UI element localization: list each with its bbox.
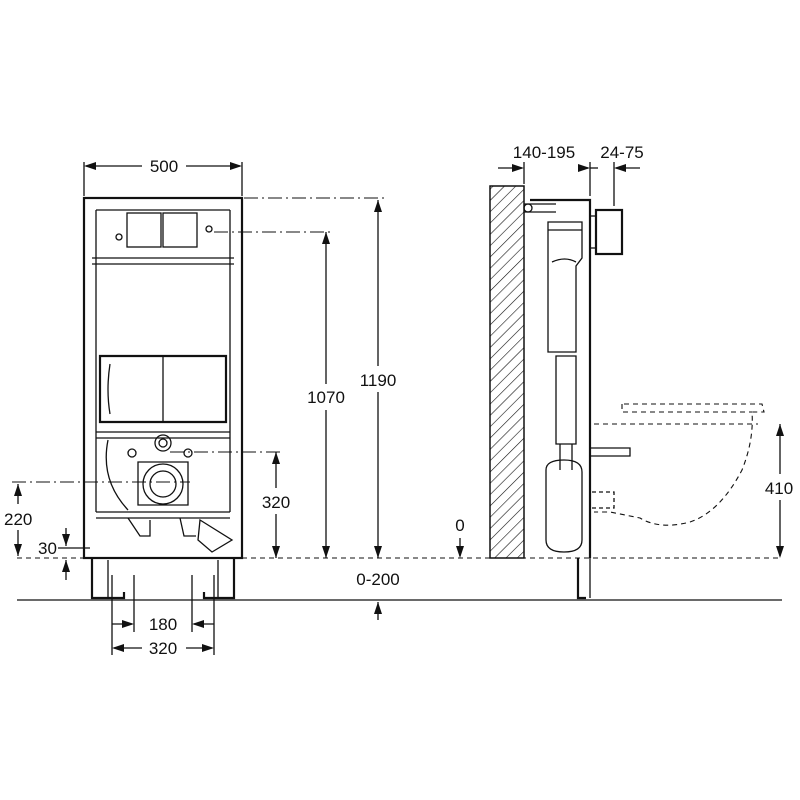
wall-section (489, 185, 525, 559)
toilet-bowl-outline (594, 403, 765, 526)
dimension-410-label: 410 (765, 479, 793, 498)
dimension-320-height: 320 (170, 451, 290, 558)
dimension-1190: 1190 (244, 197, 397, 558)
dimension-410: 410 (765, 424, 793, 558)
dimension-320-spacing: 320 (111, 575, 215, 658)
cistern (98, 354, 228, 424)
dimension-220-label: 220 (4, 510, 32, 529)
dimension-24-75-label: 24-75 (600, 143, 643, 162)
dimension-500: 500 (83, 157, 243, 196)
dimension-30-label: 30 (38, 539, 57, 558)
dimension-180: 180 (112, 575, 214, 634)
dimension-320-spacing-label: 320 (149, 639, 177, 658)
cistern-side (547, 221, 583, 353)
flush-plate (594, 208, 624, 256)
dimension-320-height-label: 320 (262, 493, 290, 512)
dimension-1190-label: 1190 (360, 371, 397, 390)
water-inlet (154, 434, 172, 452)
flush-button-left (126, 212, 162, 248)
front-view (82, 196, 244, 600)
dimension-140-195-label: 140-195 (513, 143, 575, 162)
dimension-180-label: 180 (149, 615, 177, 634)
flush-button-right (162, 212, 198, 248)
side-view (489, 185, 765, 600)
dimension-zero-label: 0 (455, 516, 464, 535)
dimension-500-label: 500 (150, 157, 178, 176)
dimension-24-75: 24-75 (578, 143, 644, 206)
frame-outline (82, 196, 244, 560)
dimension-0-200-label: 0-200 (356, 570, 399, 589)
dimension-140-195: 140-195 (498, 143, 598, 196)
dimension-30: 30 (38, 528, 90, 580)
dimension-220: 220 (4, 481, 190, 556)
dimension-1070: 1070 (214, 231, 345, 558)
dimension-zero: 0 (455, 516, 465, 558)
dimension-0-200: 0-200 (356, 570, 400, 620)
drain-outlet (142, 463, 184, 505)
drain-bend (545, 459, 583, 553)
dimension-1070-label: 1070 (307, 388, 345, 407)
